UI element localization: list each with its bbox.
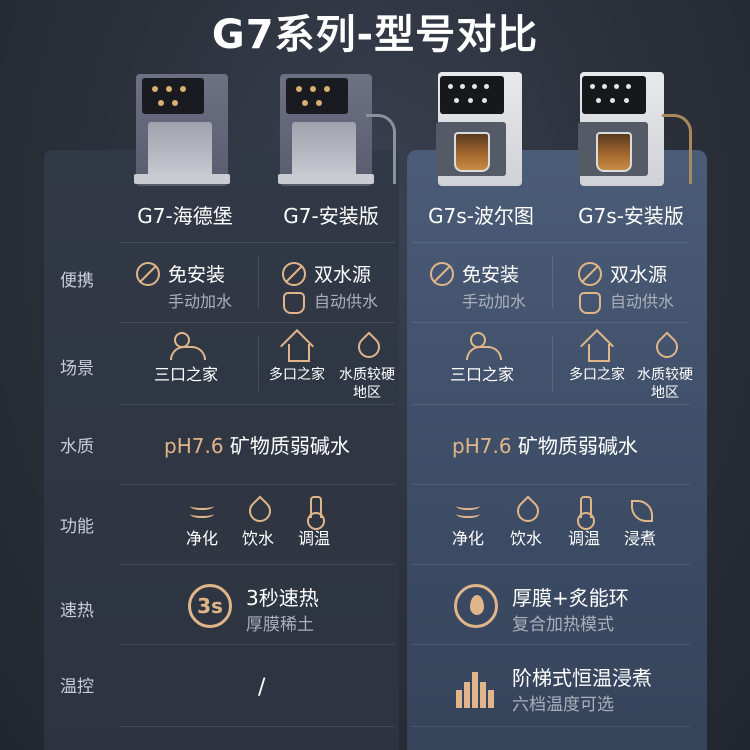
no-install-icon [430,262,454,286]
dual-source-icon [578,262,602,286]
function-steep: 浸煮 [620,496,660,548]
scene-hard-water: 水质较硬 地区 [334,332,400,402]
product-image-g7s-install [574,70,692,190]
no-install-icon [136,262,160,286]
dual-source-icon [282,262,306,286]
water-quality-g7: pH7.6 矿物质弱碱水 [164,434,350,458]
family-icon [466,332,502,360]
row-label-portable: 便携 [60,271,94,291]
product-image-g7-install [278,70,396,190]
water-drop-icon [649,332,681,360]
thermometer-icon [568,496,600,530]
scene-multi-person: 多口之家 [262,332,332,384]
row-label-water: 水质 [60,437,94,457]
scene-hard-water: 水质较硬 地区 [632,332,698,402]
product-image-g7s-porto [432,70,532,190]
temp-control-g7-none: / [258,675,266,700]
leaf-icon [624,496,656,524]
product-name: G7-海德堡 [137,204,233,228]
row-label-temp: 温控 [60,677,94,697]
house-icon [281,332,313,362]
scene-three-person: 三口之家 [444,332,520,384]
three-seconds-badge: 3s [188,584,232,628]
purify-icon [186,496,218,524]
function-purify: 净化 [182,496,222,548]
purify-icon [452,496,484,524]
scene-three-person: 三口之家 [148,332,224,384]
thermometer-icon [298,496,330,530]
drink-icon [510,496,542,524]
function-adjust-temp: 调温 [564,496,604,548]
product-name: G7-安装版 [283,204,379,228]
house-icon [581,332,613,362]
g7-column-panel [44,150,399,750]
drink-icon [242,496,274,524]
function-adjust-temp: 调温 [294,496,334,548]
water-drop-icon [351,332,383,360]
water-quality-g7s: pH7.6 矿物质弱碱水 [452,434,638,458]
flame-ring-icon [454,584,498,628]
temperature-levels-icon [454,664,494,708]
function-drink: 饮水 [506,496,546,548]
page-title: G7系列-型号对比 [211,12,539,58]
row-label-heating: 速热 [60,601,94,621]
product-name: G7s-安装版 [578,204,684,228]
g7s-column-panel [407,150,707,750]
function-drink: 饮水 [238,496,278,548]
function-purify: 净化 [448,496,488,548]
scene-multi-person: 多口之家 [562,332,632,384]
row-label-function: 功能 [60,517,94,537]
faucet-icon [283,292,305,314]
product-image-g7-heidelberg [134,70,234,190]
product-name: G7s-波尔图 [428,204,534,228]
row-label-scene: 场景 [60,359,94,379]
faucet-icon [579,292,601,314]
family-icon [170,332,206,360]
